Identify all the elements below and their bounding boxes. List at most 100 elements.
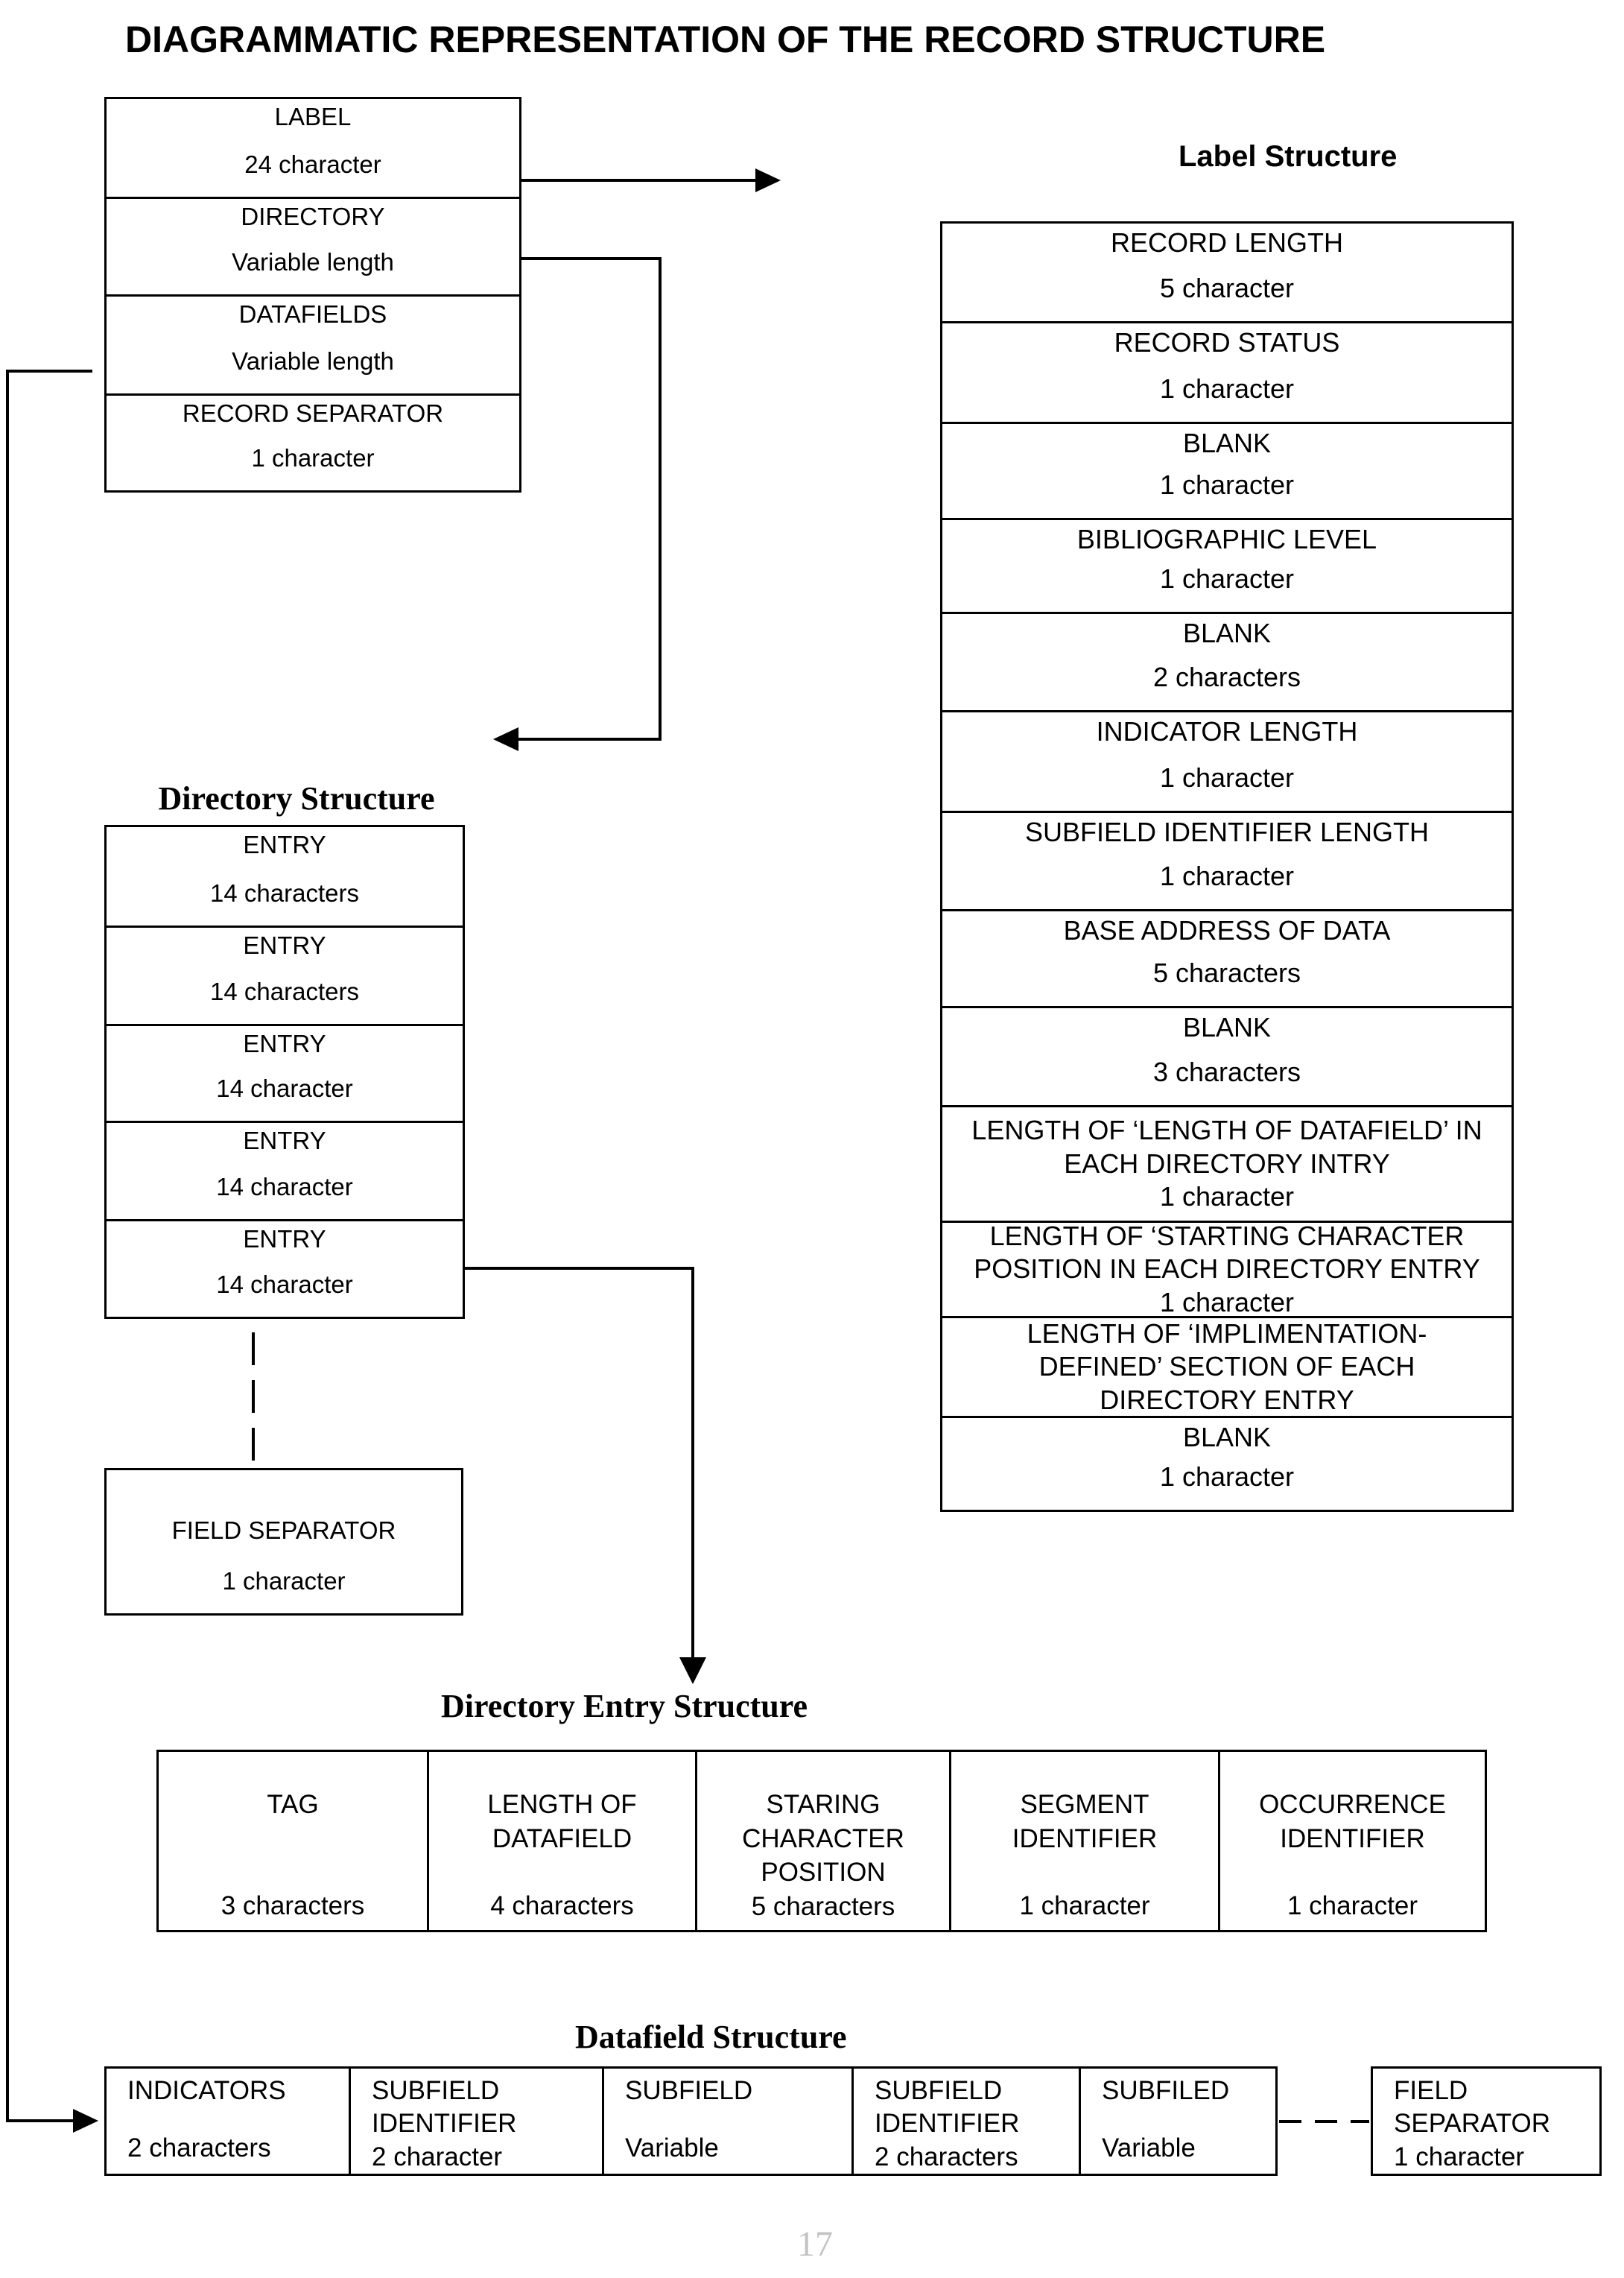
page-number: 17: [797, 2224, 833, 2264]
table-cell: SUBFIELD IDENTIFIER 2 character: [349, 2069, 602, 2174]
label-structure-row: LENGTH OF ‘STARTING CHARACTER POSITION I…: [942, 1220, 1512, 1317]
cell-name: SEGMENT IDENTIFIER: [1012, 1788, 1157, 1855]
record-overview-row: DIRECTORY Variable length: [107, 197, 519, 294]
cell-count: Variable: [1102, 2133, 1196, 2162]
table-cell: LENGTH OF DATAFIELD 4 characters: [427, 1752, 695, 1930]
table-cell: STARING CHARACTER POSITION 5 characters: [695, 1752, 949, 1930]
cell-line: SEGMENT: [1020, 1790, 1149, 1819]
row-count: 1 character: [222, 1566, 346, 1595]
entry-elbow-line: [691, 1267, 694, 1660]
cell-count: 2 characters: [127, 2133, 271, 2162]
cell-line: DATAFIELD: [492, 1823, 632, 1853]
label-structure-row: BASE ADDRESS OF DATA 5 characters: [942, 909, 1512, 1006]
directory-entry-row: ENTRY 14 character: [107, 1024, 463, 1121]
table-cell: TAG 3 characters: [159, 1752, 427, 1930]
arrowhead-left-icon: [493, 727, 518, 751]
row-count: 14 character: [216, 1075, 353, 1103]
row-name: BIBLIOGRAPHIC LEVEL: [1076, 524, 1377, 554]
directory-elbow-line: [521, 257, 662, 260]
field-separator-box: FIELD SEPARATOR 1 character: [104, 1468, 463, 1616]
row-name: BLANK: [1182, 428, 1272, 458]
row-count: 1 character: [1159, 563, 1295, 594]
field-separator-dash-line: [1279, 2120, 1369, 2123]
directory-entry-row: ENTRY 14 characters: [107, 827, 463, 926]
datafields-connector-line: [6, 370, 9, 2122]
cell-count: Variable: [625, 2133, 719, 2162]
cell-count: 5 characters: [751, 1891, 895, 1921]
table-cell: SEGMENT IDENTIFIER 1 character: [949, 1752, 1218, 1930]
row-line: DIRECTORY ENTRY: [1100, 1384, 1354, 1415]
cell-name: OCCURRENCE IDENTIFIER: [1259, 1788, 1446, 1855]
datafield-structure-heading: Datafield Structure: [575, 2019, 847, 2055]
directory-elbow-line: [659, 257, 662, 741]
row-count: 24 character: [244, 151, 381, 179]
cell-line: SUBFIELD: [625, 2076, 753, 2105]
cell-line: INDICATORS: [127, 2076, 286, 2105]
directory-structure-heading: Directory Structure: [158, 780, 435, 817]
cell-line: IDENTIFIER: [875, 2109, 1020, 2139]
label-structure-heading: Label Structure: [1179, 140, 1398, 173]
cell-count: 1 character: [1287, 1891, 1418, 1920]
label-structure-row: BLANK 2 characters: [942, 612, 1512, 710]
row-name: RECORD LENGTH: [1110, 227, 1344, 258]
row-name: DIRECTORY: [241, 203, 385, 230]
datafields-connector-line: [6, 2119, 76, 2122]
cell-line: FIELD: [1394, 2076, 1468, 2105]
row-name: ENTRY: [243, 831, 326, 858]
label-structure-box: RECORD LENGTH 5 character RECORD STATUS …: [940, 221, 1514, 1512]
arrowhead-right-icon: [755, 168, 781, 192]
row-name: LABEL: [274, 103, 352, 130]
row-name: ENTRY: [243, 1127, 326, 1154]
row-line: LENGTH OF ‘STARTING CHARACTER: [989, 1220, 1465, 1251]
row-count: 5 character: [1159, 272, 1295, 303]
cell-name: LENGTH OF DATAFIELD: [487, 1788, 636, 1855]
directory-entry-structure-table: TAG 3 characters LENGTH OF DATAFIELD 4 c…: [156, 1750, 1487, 1932]
label-structure-row: BLANK 1 character: [942, 422, 1512, 518]
row-name: BLANK: [1182, 618, 1272, 648]
row-line: LENGTH OF ‘IMPLIMENTATION-: [1027, 1317, 1427, 1349]
cell-count: 2 characters: [875, 2142, 1018, 2171]
row-name: RECORD SEPARATOR: [182, 399, 444, 427]
directory-structure-box: ENTRY 14 characters ENTRY 14 characters …: [104, 825, 465, 1319]
row-name: SUBFIELD IDENTIFIER LENGTH: [1024, 817, 1430, 847]
row-count: 2 characters: [1152, 661, 1301, 692]
row-name: ENTRY: [243, 1030, 326, 1057]
row-line: LENGTH OF ‘LENGTH OF DATAFIELD’ IN: [971, 1115, 1482, 1146]
row-name: BASE ADDRESS OF DATA: [1063, 915, 1391, 946]
row-name: ENTRY: [243, 931, 326, 959]
table-cell: SUBFIELD Variable: [602, 2069, 851, 2174]
row-count: 14 character: [216, 1271, 353, 1299]
row-name: RECORD STATUS: [1114, 327, 1340, 358]
row-count: 1 character: [1159, 1286, 1295, 1317]
cell-count: 2 character: [372, 2142, 503, 2171]
table-cell: SUBFIELD IDENTIFIER 2 characters: [851, 2069, 1079, 2174]
cell-line: IDENTIFIER: [372, 2109, 517, 2139]
cell-line: POSITION: [761, 1858, 886, 1887]
cell-count: 4 characters: [490, 1891, 634, 1920]
directory-entry-row: ENTRY 14 character: [107, 1121, 463, 1219]
row-count: 1 character: [251, 444, 375, 472]
cell-line: IDENTIFIER: [1280, 1823, 1425, 1853]
label-structure-row: INDICATOR LENGTH 1 character: [942, 710, 1512, 811]
row-count: 1 character: [1159, 373, 1295, 404]
datafield-structure-table: INDICATORS 2 characters SUBFIELD IDENTIF…: [104, 2066, 1278, 2176]
record-overview-row: DATAFIELDS Variable length: [107, 294, 519, 393]
record-overview-row: LABEL 24 character: [107, 99, 519, 197]
row-count: 1 character: [1159, 860, 1295, 891]
label-structure-row: SUBFIELD IDENTIFIER LENGTH 1 character: [942, 811, 1512, 909]
cell-line: SUBFIELD: [875, 2076, 1003, 2105]
row-count: 3 characters: [1152, 1056, 1301, 1087]
cell-line: SEPARATOR: [1394, 2109, 1551, 2139]
row-line: POSITION IN EACH DIRECTORY ENTRY: [974, 1253, 1480, 1285]
label-arrow-line: [521, 179, 758, 182]
row-count: Variable length: [232, 347, 394, 376]
field-separator-box: FIELD SEPARATOR 1 character: [1371, 2066, 1602, 2176]
label-structure-row: LENGTH OF ‘LENGTH OF DATAFIELD’ IN EACH …: [942, 1105, 1512, 1221]
row-count: 14 characters: [210, 879, 359, 908]
cell-line: SUBFIELD: [372, 2076, 500, 2105]
row-count: 1 character: [1159, 1181, 1295, 1212]
row-name: BLANK: [1182, 1422, 1272, 1452]
directory-entry-row: ENTRY 14 character: [107, 1219, 463, 1317]
cell-line: SUBFILED: [1102, 2076, 1230, 2105]
